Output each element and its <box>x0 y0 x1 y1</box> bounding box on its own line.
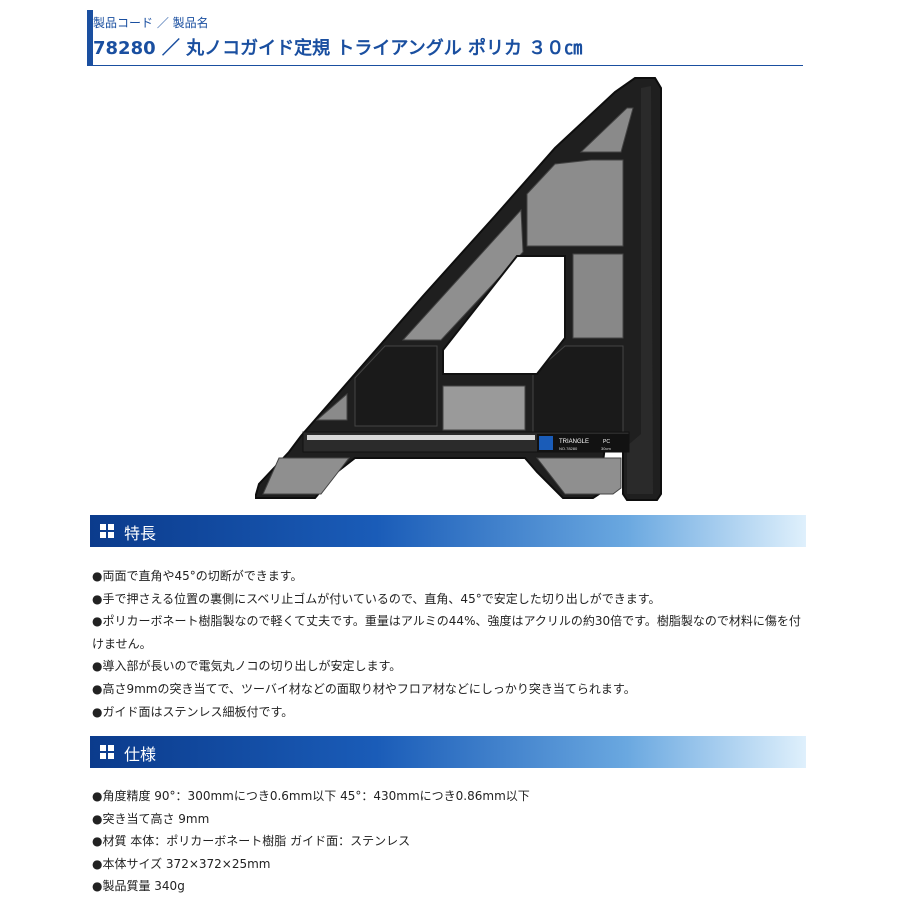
product-code-text: NO.78280 <box>559 446 578 451</box>
product-brand-text: TRIANGLE <box>559 439 589 445</box>
product-badge-text: PC <box>603 439 610 445</box>
product-size-text: 30cm <box>601 446 611 451</box>
list-item: ●手で押さえる位置の裏側にスベリ止ゴムが付いているので、直角、45°で安定した切… <box>92 591 661 606</box>
header-label: 製品コード ／ 製品名 <box>93 16 209 30</box>
list-item: ●高さ9mmの突き当てで、ツーバイ材などの面取り材やフロア材などにしっかり突き当… <box>92 681 636 696</box>
product-header: 製品コード ／ 製品名 78280 ／ 丸ノコガイド定規 トライアングル ポリカ… <box>87 10 803 66</box>
list-item: ●両面で直角や45°の切断ができます。 <box>92 569 303 583</box>
specs-title: 仕様 <box>124 745 157 764</box>
list-item: ●ポリカーボネート樹脂製なので軽くて丈夫です。重量はアルミの44%、強度はアクリ… <box>92 614 801 651</box>
product-title: 78280 ／ 丸ノコガイド定規 トライアングル ポリカ ３０㎝ <box>93 38 583 59</box>
list-item: ●ガイド面はステンレス細板付です。 <box>92 704 294 719</box>
features-title: 特長 <box>124 524 157 543</box>
product-image: TRIANGLE PC NO.78280 30cm <box>255 77 662 501</box>
list-item: ●製品質量 340g <box>92 879 185 894</box>
specs-section-header: 仕様 <box>90 736 806 768</box>
features-list: ●両面で直角や45°の切断ができます。 ●手で押さえる位置の裏側にスベリ止ゴムが… <box>92 565 808 723</box>
list-item: ●材質 本体：ポリカーボネート樹脂 ガイド面：ステンレス <box>92 834 411 849</box>
section-grid-icon <box>100 745 115 760</box>
list-item: ●角度精度 90°：300mmにつき0.6mm以下 45°：430mmにつき0.… <box>92 789 530 803</box>
section-grid-icon <box>100 524 115 539</box>
header-accent-bar <box>87 10 93 66</box>
list-item: ●本体サイズ 372×372×25mm <box>92 856 271 871</box>
specs-list: ●角度精度 90°：300mmにつき0.6mm以下 45°：430mmにつき0.… <box>92 785 808 898</box>
list-item: ●導入部が長いので電気丸ノコの切り出しが安定します。 <box>92 659 402 674</box>
header-divider <box>87 65 803 66</box>
list-item: ●突き当て高さ 9mm <box>92 811 210 826</box>
features-section-header: 特長 <box>90 515 806 547</box>
